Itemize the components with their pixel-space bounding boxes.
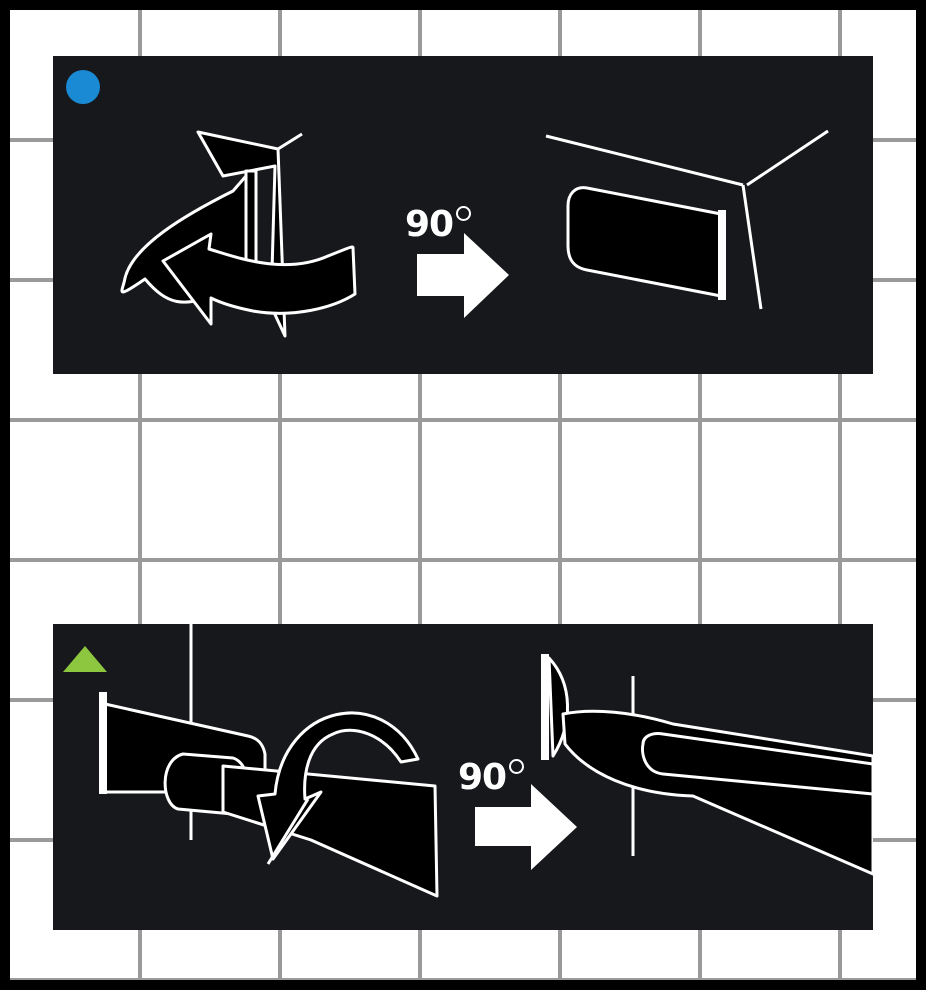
rotate-arrows-icon	[120, 130, 357, 338]
degree-icon	[456, 206, 472, 221]
clip-installed-icon	[541, 654, 873, 876]
installed-tab-icon	[545, 129, 829, 310]
degree-icon	[509, 759, 525, 774]
blue-circle-marker	[66, 70, 100, 104]
green-triangle-marker	[63, 646, 107, 672]
instruction-panel-top: 90	[53, 56, 873, 374]
right-arrow-icon	[417, 233, 509, 318]
rotation-label: 90	[458, 757, 525, 798]
panel-top-artwork	[66, 70, 829, 338]
right-arrow-icon	[475, 784, 577, 870]
rotation-value: 90	[458, 757, 507, 798]
instruction-panel-bottom: 90	[53, 624, 873, 930]
rotation-value: 90	[405, 204, 454, 245]
rotate-down-arrow-icon	[99, 624, 439, 898]
grid-background: 90	[10, 10, 916, 980]
rotation-label: 90	[405, 204, 472, 245]
panel-bottom-artwork	[63, 624, 873, 898]
